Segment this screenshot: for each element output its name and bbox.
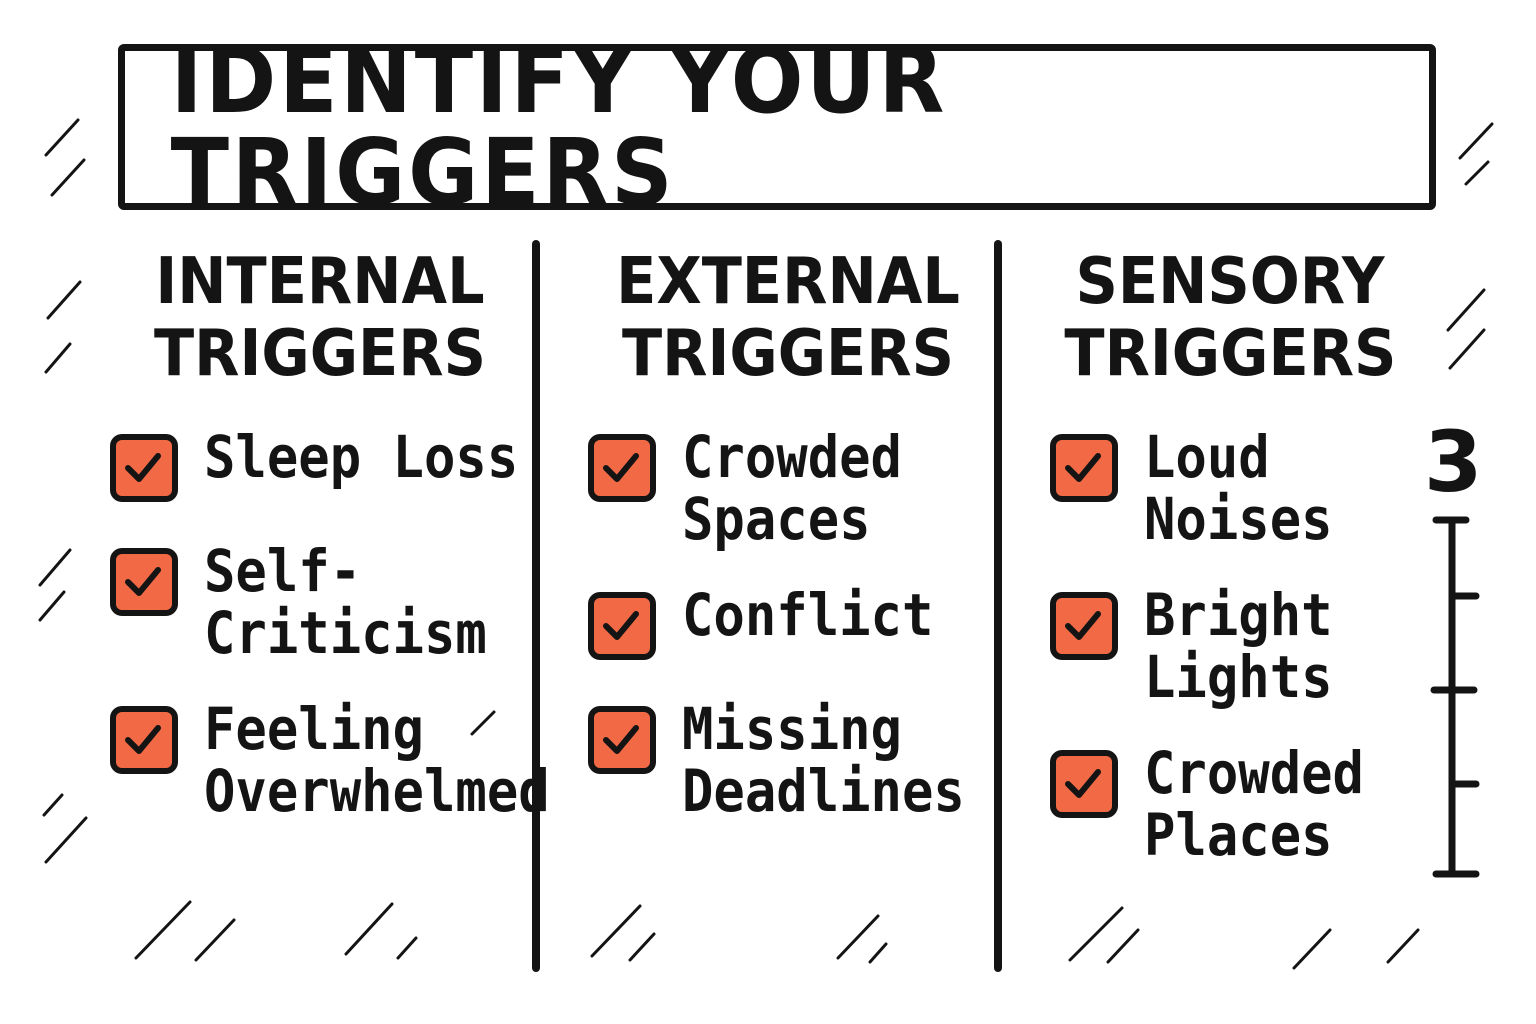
column-heading: SENSORY TRIGGERS xyxy=(1064,245,1397,391)
column-divider-right xyxy=(994,240,1002,972)
checked-box-icon[interactable] xyxy=(1050,750,1118,818)
column-divider-left xyxy=(532,240,540,972)
title-banner: IDENTIFY YOUR TRIGGERS xyxy=(118,35,1436,219)
column-heading-line: TRIGGERS xyxy=(1064,317,1397,391)
column-heading: EXTERNAL TRIGGERS xyxy=(604,246,972,390)
checked-box-icon[interactable] xyxy=(588,592,656,660)
checked-box-icon[interactable] xyxy=(110,706,178,774)
column-heading: INTERNAL TRIGGERS xyxy=(127,246,513,390)
checked-box-icon[interactable] xyxy=(1050,434,1118,502)
checked-box-icon[interactable] xyxy=(588,706,656,774)
scale-label: 3 xyxy=(1424,413,1483,511)
item-label: Sleep Loss xyxy=(204,423,519,491)
column-heading-line: INTERNAL xyxy=(155,245,485,319)
item-label: Self-Criticism xyxy=(204,537,487,667)
column-heading-line: EXTERNAL xyxy=(616,245,960,319)
checked-box-icon[interactable] xyxy=(110,548,178,616)
checked-box-icon[interactable] xyxy=(1050,592,1118,660)
column-heading-line: TRIGGERS xyxy=(621,317,955,391)
column-heading-line: TRIGGERS xyxy=(153,317,487,391)
column-internal-triggers: INTERNAL TRIGGERS Sleep Loss Self-Critic… xyxy=(110,246,550,822)
item-label: Conflict xyxy=(682,581,934,649)
page-title: IDENTIFY YOUR TRIGGERS xyxy=(170,27,948,226)
checked-box-icon[interactable] xyxy=(110,434,178,502)
column-heading-line: SENSORY xyxy=(1075,245,1385,319)
checked-box-icon[interactable] xyxy=(588,434,656,502)
